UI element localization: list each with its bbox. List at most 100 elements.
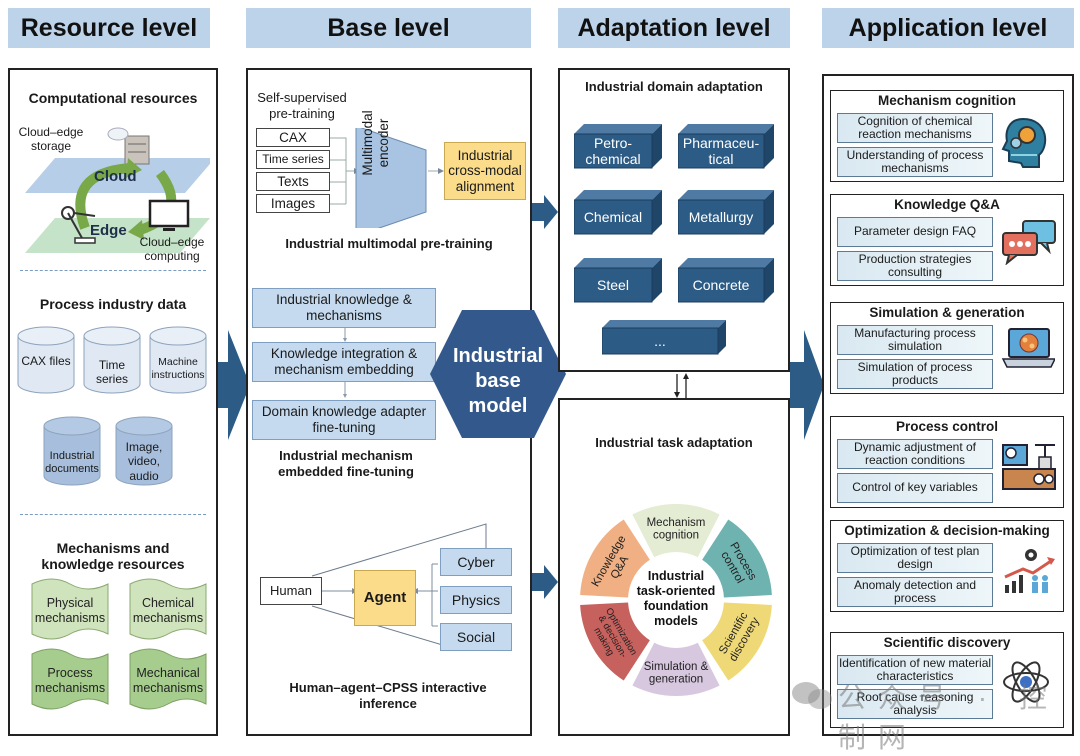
arrow-adaptation-to-application: [790, 330, 824, 440]
data-cylinder-time-series: Time series: [82, 326, 142, 396]
knowledge-item-process: Process mechanisms: [30, 648, 110, 710]
input-cax: CAX: [256, 128, 330, 147]
bidirectional-arrows: [674, 373, 689, 398]
multimodal-pretraining-title: Industrial multimodal pre-training: [285, 236, 493, 251]
data-cylinder-image-video-audio: Image, video, audio: [114, 416, 174, 488]
cloud-label: Cloud: [94, 168, 137, 185]
finetune-step-knowledge: Industrial knowledge & mechanisms: [252, 288, 436, 328]
base-level-panel: Self-supervised pre-training CAX Time se…: [246, 68, 532, 736]
task-segment-process-control: [702, 519, 772, 598]
multimodal-encoder-label: Multimodal encoder: [360, 110, 391, 176]
domain-cube-metallurgy: Metallurgy: [678, 190, 774, 236]
divider: [20, 514, 206, 515]
atom-icon: [1001, 657, 1051, 712]
mechanisms-knowledge-title: Mechanisms and knowledge resources: [41, 540, 185, 573]
chat-bubbles-icon: [1001, 219, 1057, 270]
application-item: Control of key variables: [837, 473, 993, 503]
cloud-edge-illustration: [25, 127, 210, 253]
cpss-social-box: Social: [440, 623, 512, 651]
multimodal-encoder-shape: [355, 128, 427, 228]
header-application-level: Application level: [822, 8, 1074, 48]
domain-cube-more: ...: [602, 320, 726, 356]
header-adaptation-level: Adaptation level: [558, 8, 790, 48]
application-group-knowledge-q-a: Knowledge Q&A Parameter design FAQ Product…: [830, 194, 1064, 286]
agent-box: Agent: [354, 570, 416, 626]
knowledge-item-physical: Physical mechanisms: [30, 578, 110, 640]
application-item: Understanding of process mechanisms: [837, 147, 993, 177]
cloud-icon: [107, 127, 129, 141]
application-item: Parameter design FAQ: [837, 217, 993, 247]
application-group-title: Process control: [895, 419, 999, 434]
domain-cube-steel: Steel: [574, 258, 662, 304]
resource-level-panel: Computational resources Cloud–edge stora…: [8, 68, 218, 736]
finetune-step-adapter: Domain knowledge adapter fine-tuning: [252, 400, 436, 440]
data-cylinder-industrial-documents: Industrial documents: [42, 416, 102, 488]
application-item: Anomaly detection and process: [837, 577, 993, 607]
cpss-physics-box: Physics: [440, 586, 512, 614]
application-item: Production strategies consulting: [837, 251, 993, 281]
cpss-cyber-box: Cyber: [440, 548, 512, 576]
human-box: Human: [260, 577, 322, 605]
task-segment-knowledge-q-a: [580, 519, 650, 598]
control-panel-icon: [1001, 441, 1057, 498]
finetune-step-integration: Knowledge integration & mechanism embedd…: [252, 342, 436, 382]
input-time-series: Time series: [256, 150, 330, 169]
industrial-base-model-label: Industrial base model: [452, 345, 543, 417]
header-base-level: Base level: [246, 8, 531, 48]
application-item: Cognition of chemical reaction mechanism…: [837, 113, 993, 143]
arrow-resource-to-base: [210, 330, 250, 440]
process-industry-data-title: Process industry data: [39, 296, 187, 312]
domain-adaptation-panel: Industrial domain adaptation Petro-chemi…: [558, 68, 790, 372]
header-resource-level: Resource level: [8, 8, 210, 48]
input-images: Images: [256, 194, 330, 213]
wechat-watermark-icon: [790, 680, 834, 715]
watermark-text: 公众号 · 控制网: [838, 682, 1059, 753]
divider: [20, 270, 206, 271]
input-texts: Texts: [256, 172, 330, 191]
growth-chart-icon: [1001, 545, 1057, 602]
application-group-title: Knowledge Q&A: [894, 197, 1000, 212]
application-item: Optimization of test plan design: [837, 543, 993, 573]
cloud-edge-computing-label: Cloud–edge computing: [139, 235, 205, 263]
domain-cube-concrete: Concrete: [678, 258, 774, 304]
self-supervised-label: Self-supervised pre-training: [257, 90, 347, 121]
computational-resources-title: Computational resources: [28, 90, 198, 106]
data-cylinder-cax: CAX files: [16, 326, 76, 396]
task-segment-simulation-generation: [632, 642, 720, 696]
monitor-icon: [148, 199, 190, 228]
arrow-base-to-domain: [532, 195, 558, 229]
task-segment-scientific-discovery: [702, 602, 772, 681]
finetune-flow-arrows: [343, 328, 347, 398]
domain-adaptation-title: Industrial domain adaptation: [585, 79, 763, 94]
knowledge-item-mechanical: Mechanical mechanisms: [128, 648, 208, 710]
application-item: Identification of new material character…: [837, 655, 993, 685]
interactive-inference-title: Human–agent–CPSS interactive inference: [289, 680, 487, 711]
task-segment-mechanism-cognition: [632, 504, 720, 558]
domain-cube-pharmaceutical: Pharmaceu-tical: [678, 124, 774, 170]
application-item: Manufacturing process simulation: [837, 325, 993, 355]
arrow-base-to-task: [532, 565, 558, 599]
cross-modal-alignment-box: Industrial cross-modal alignment: [444, 142, 526, 200]
application-group-title: Optimization & decision-making: [844, 523, 1050, 538]
application-group-title: Mechanism cognition: [877, 93, 1016, 108]
data-cylinder-machine-instructions: Machine instructions: [148, 326, 208, 396]
brain-gear-icon: [1001, 115, 1051, 174]
application-group-title: Simulation & generation: [869, 305, 1025, 320]
application-group-title: Scientific discovery: [883, 635, 1011, 650]
task-adaptation-title: Industrial task adaptation: [595, 435, 753, 450]
application-item: Root cause reasoning analysis: [837, 689, 993, 719]
knowledge-item-chemical: Chemical mechanisms: [128, 578, 208, 640]
edge-label: Edge: [90, 222, 127, 239]
application-item: Dynamic adjustment of reaction condition…: [837, 439, 993, 469]
domain-cube-petrochemical: Petro-chemical: [574, 124, 662, 170]
task-segment-label: Simulation &generation: [644, 661, 709, 686]
cloud-edge-storage-label: Cloud–edge storage: [18, 125, 84, 153]
